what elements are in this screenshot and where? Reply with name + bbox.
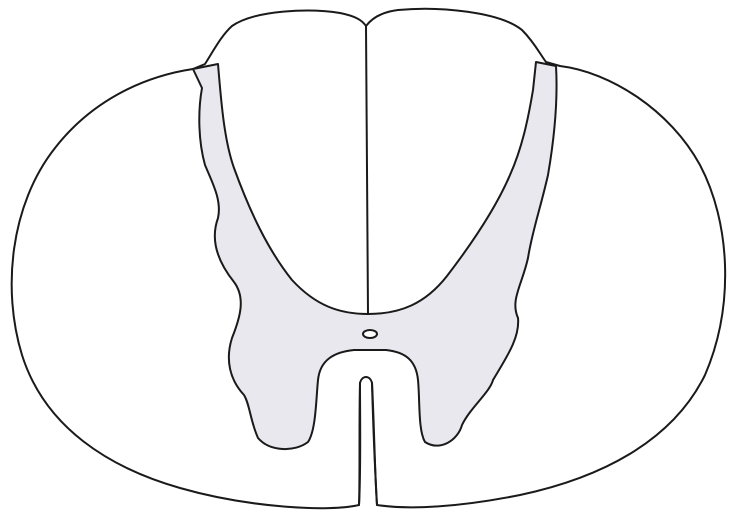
central-canal: [363, 330, 377, 338]
